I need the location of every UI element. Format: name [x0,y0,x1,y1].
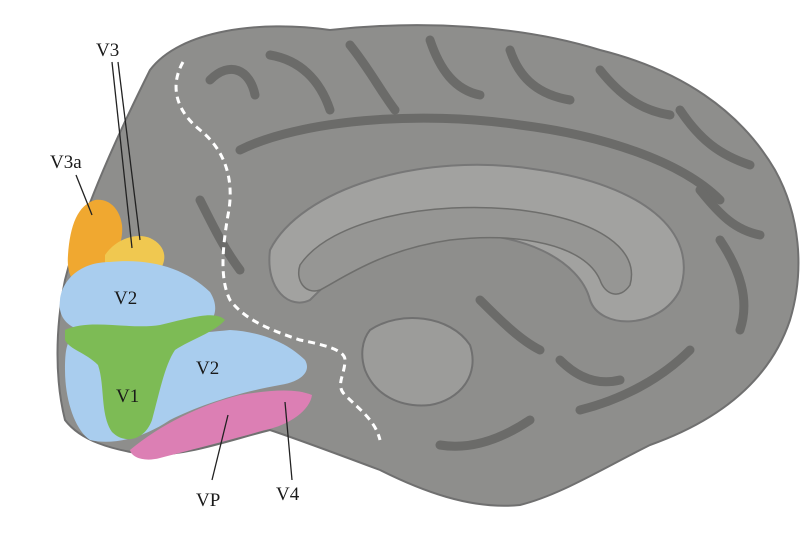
label-v1: V1 [116,386,139,407]
label-v3a: V3a [50,152,82,173]
label-v2-upper: V2 [114,288,137,309]
label-vp: VP [196,490,220,511]
label-v4: V4 [276,484,300,505]
label-v2-lower: V2 [196,358,219,379]
label-v3: V3 [96,40,119,61]
